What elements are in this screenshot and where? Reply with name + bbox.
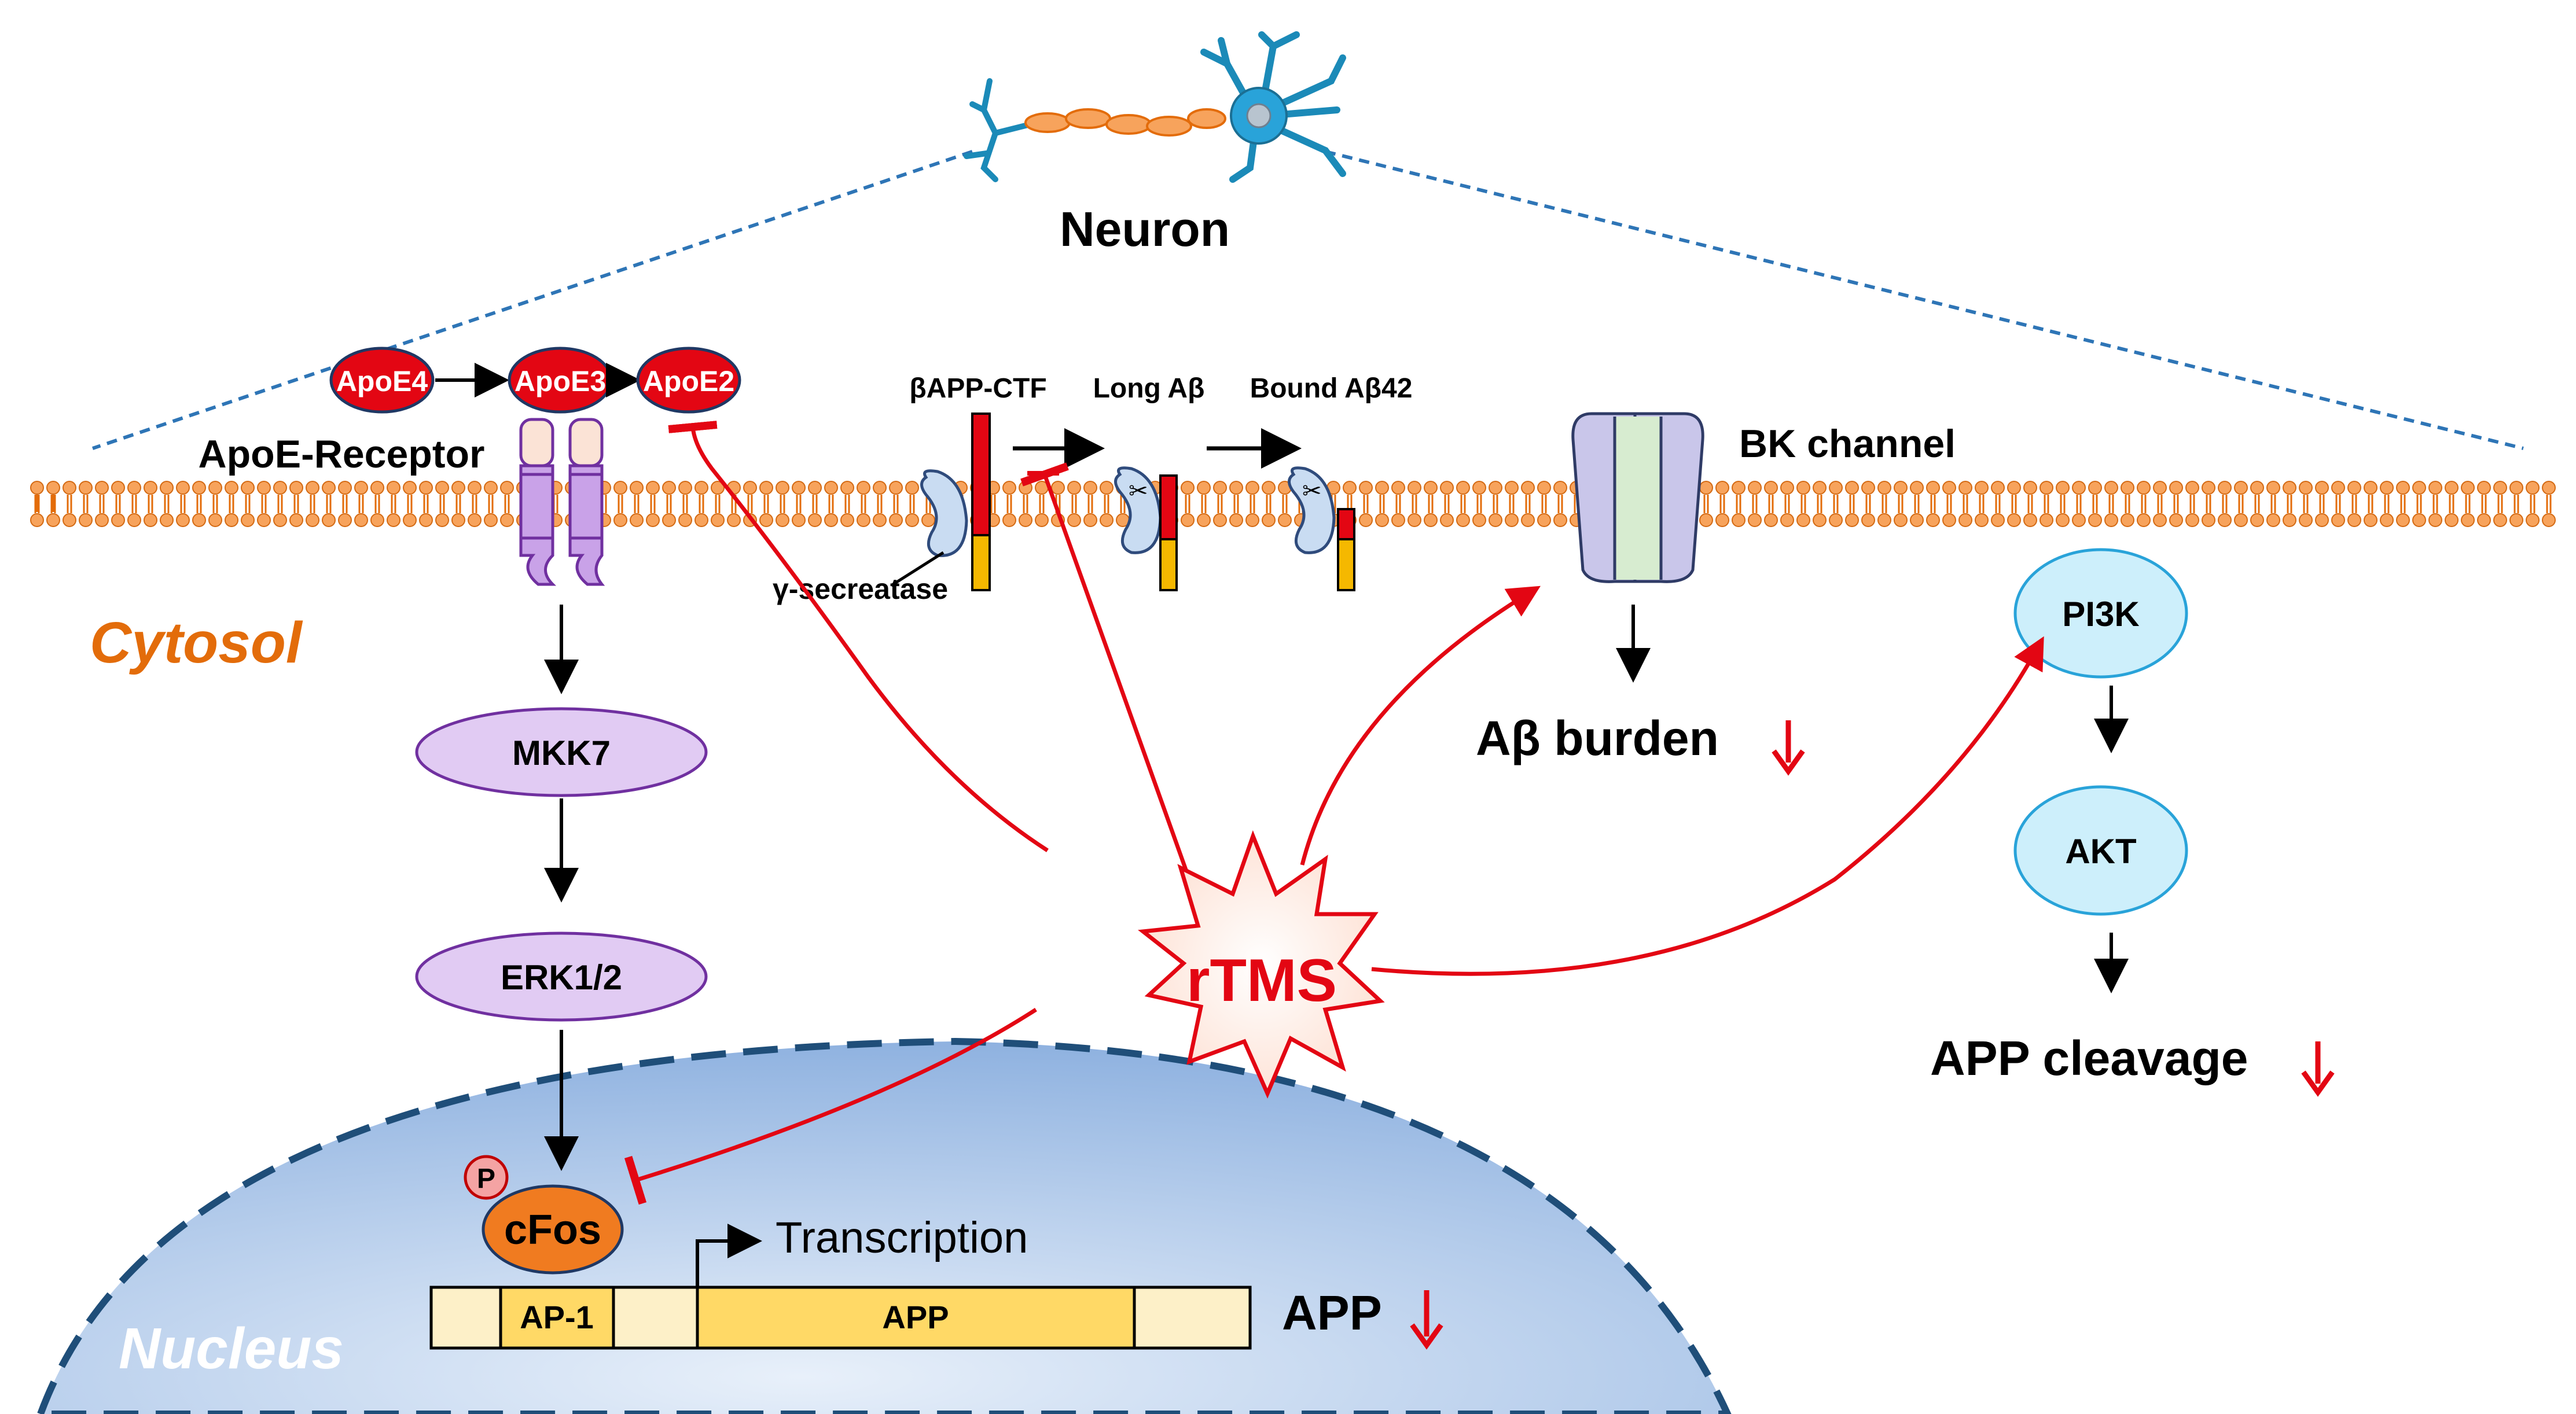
bound-ab42-label: Bound Aβ42	[1250, 373, 1413, 404]
apoe-receptor-label: ApoE-Receptor	[199, 432, 485, 476]
erk-node	[415, 931, 708, 1022]
cfos-label: cFos	[504, 1207, 601, 1253]
erk-label: ERK1/2	[501, 958, 622, 997]
apoe4-label: ApoE4	[336, 365, 428, 397]
app-result-label: APP	[1282, 1286, 1382, 1340]
rtms-activates-pi3k	[1371, 636, 2044, 976]
app-cleavage-decrease-arrow	[2301, 1041, 2335, 1097]
app-segment	[696, 1286, 1136, 1350]
bapp-ctf-label: βAPP-CTF	[909, 373, 1046, 404]
bapp-ctf-yellow	[971, 534, 991, 591]
mkk7-label: MKK7	[512, 734, 611, 772]
apoe2-label: ApoE2	[643, 365, 734, 397]
rtms-label: rTMS	[1186, 947, 1337, 1014]
gamma-secretase-2: ✂	[1114, 466, 1162, 554]
secretase-pointer	[890, 551, 945, 587]
rtms-connectors	[624, 421, 2044, 1205]
gene-bar	[429, 1286, 1252, 1350]
rtms-activates-bk	[1300, 586, 1541, 866]
bk-channel	[1571, 412, 1704, 583]
zoom-line-right	[1325, 150, 2524, 450]
transcription-label: Transcription	[776, 1213, 1028, 1262]
long-ab-red	[1159, 474, 1178, 540]
gamma-secretase-1	[920, 469, 968, 557]
ap1-label: AP-1	[520, 1299, 594, 1335]
neuron-nucleus	[1246, 103, 1272, 128]
bound-ab-yellow	[1337, 538, 1355, 591]
cytosol-label: Cytosol	[90, 610, 303, 675]
cfos-node	[482, 1184, 624, 1275]
transcription-arrow	[696, 1224, 762, 1287]
gamma-secretase-3: ✂	[1288, 466, 1336, 554]
apoe4-node	[329, 347, 435, 414]
mkk7-node	[415, 707, 708, 797]
akt-label: AKT	[2065, 832, 2136, 871]
long-ab-yellow	[1159, 538, 1178, 591]
apoe2-node	[636, 347, 741, 414]
scissors-icon: ✂	[1302, 478, 1322, 504]
pi3k-label: PI3K	[2062, 595, 2139, 634]
axon-terminal	[964, 78, 1033, 182]
rtms-inhibits-cfos	[624, 1008, 1037, 1205]
ap1-segment	[499, 1286, 615, 1350]
phospho-badge	[464, 1155, 509, 1200]
rtms-node	[1138, 830, 1385, 1099]
pi3k-node	[2013, 548, 2188, 679]
rtms-inhibits-ctf-cleavage	[1020, 462, 1192, 881]
neuron-label: Neuron	[1060, 202, 1230, 256]
ab-burden-label: Aβ burden	[1476, 711, 1719, 765]
gamma-secretase-label: γ-secreatase	[773, 573, 948, 605]
nucleus-label: Nucleus	[119, 1316, 344, 1381]
app-cleavage-label: APP cleavage	[1930, 1031, 2248, 1085]
app-decrease-arrow	[1410, 1290, 1443, 1350]
neuron-illustration	[92, 31, 2524, 450]
axon-myelin	[1024, 108, 1226, 137]
apoe-isoforms: ApoE4 ApoE3 ApoE2	[329, 347, 741, 414]
phospho-label: P	[477, 1163, 495, 1194]
bound-ab-red	[1337, 508, 1355, 540]
zoom-line-left	[92, 150, 973, 450]
scissors-icon: ✂	[1129, 478, 1148, 504]
apoe-receptor	[519, 418, 605, 586]
app-gene-label: APP	[882, 1299, 949, 1335]
ab-burden-decrease-arrow	[1772, 720, 1805, 776]
akt-node	[2013, 785, 2188, 916]
bk-channel-label: BK channel	[1739, 422, 1956, 466]
bapp-ctf-red	[971, 413, 991, 536]
apoe3-label: ApoE3	[515, 365, 606, 397]
long-ab-label: Long Aβ	[1093, 373, 1205, 404]
rtms-inhibits-apoe2	[668, 421, 1049, 852]
